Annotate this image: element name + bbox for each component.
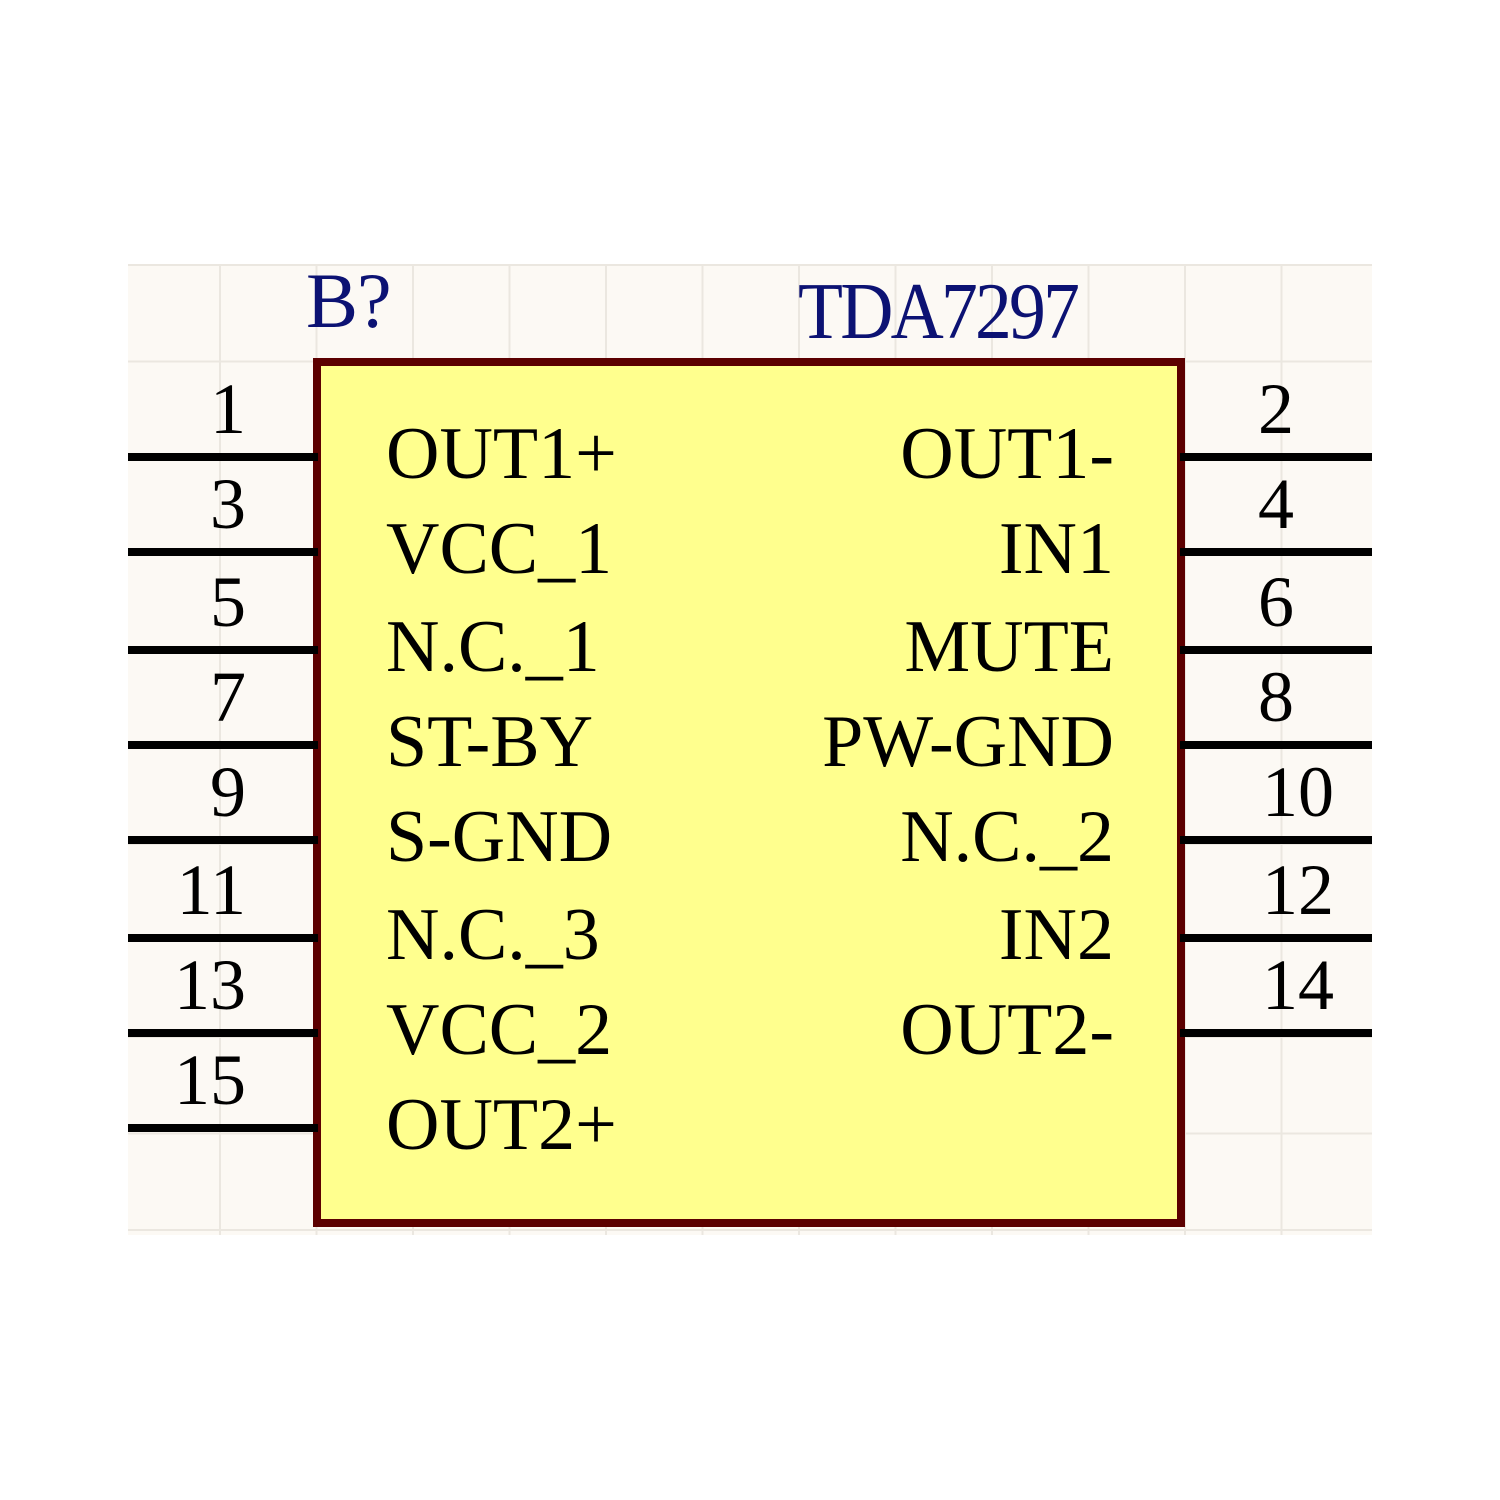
pin-number: 4 <box>1258 464 1294 544</box>
pin-line[interactable] <box>128 646 318 654</box>
pin-line[interactable] <box>1180 836 1372 844</box>
pin-number: 11 <box>176 850 246 930</box>
pin-name: N.C._1 <box>386 606 600 688</box>
pin-name: OUT1+ <box>386 413 617 495</box>
pin-line[interactable] <box>1180 646 1372 654</box>
pin-name: OUT1- <box>900 413 1114 495</box>
pin-number: 15 <box>174 1040 246 1120</box>
pin-line[interactable] <box>128 1124 318 1132</box>
pin-number: 2 <box>1258 369 1294 449</box>
pin-line[interactable] <box>128 1029 318 1037</box>
pin-line[interactable] <box>1180 548 1372 556</box>
pin-number: 9 <box>210 752 246 832</box>
pin-line[interactable] <box>1180 1029 1372 1037</box>
pin-number: 3 <box>210 464 246 544</box>
pin-line[interactable] <box>128 453 318 461</box>
pin-number: 12 <box>1262 850 1334 930</box>
pin-number: 14 <box>1262 945 1334 1025</box>
pin-name: N.C._3 <box>386 894 600 976</box>
pin-line[interactable] <box>1180 741 1372 749</box>
pin-name: PW-GND <box>822 701 1114 783</box>
pin-number: 5 <box>210 562 246 642</box>
pin-name: OUT2- <box>900 989 1114 1071</box>
pin-name: ST-BY <box>386 701 594 783</box>
component-part-name[interactable]: TDA7297 <box>798 268 1080 356</box>
pin-name: IN1 <box>998 508 1114 590</box>
component-designator[interactable]: B? <box>306 257 392 344</box>
pin-name: VCC_2 <box>386 989 613 1071</box>
pin-number: 6 <box>1258 562 1294 642</box>
pin-number: 13 <box>174 945 246 1025</box>
pin-name: IN2 <box>998 894 1114 976</box>
pin-line[interactable] <box>128 934 318 942</box>
pin-name: VCC_1 <box>386 508 613 590</box>
pin-number: 7 <box>210 657 246 737</box>
pin-line[interactable] <box>1180 453 1372 461</box>
pin-number: 8 <box>1258 657 1294 737</box>
pin-line[interactable] <box>128 548 318 556</box>
pin-name: N.C._2 <box>900 796 1114 878</box>
pin-name: S-GND <box>386 796 613 878</box>
pin-number: 1 <box>210 369 246 449</box>
pin-line[interactable] <box>1180 934 1372 942</box>
pin-name: MUTE <box>904 606 1114 688</box>
component-body[interactable] <box>313 358 1185 1227</box>
pin-number: 10 <box>1262 752 1334 832</box>
pin-line[interactable] <box>128 741 318 749</box>
pin-line[interactable] <box>128 836 318 844</box>
pin-name: OUT2+ <box>386 1084 617 1166</box>
